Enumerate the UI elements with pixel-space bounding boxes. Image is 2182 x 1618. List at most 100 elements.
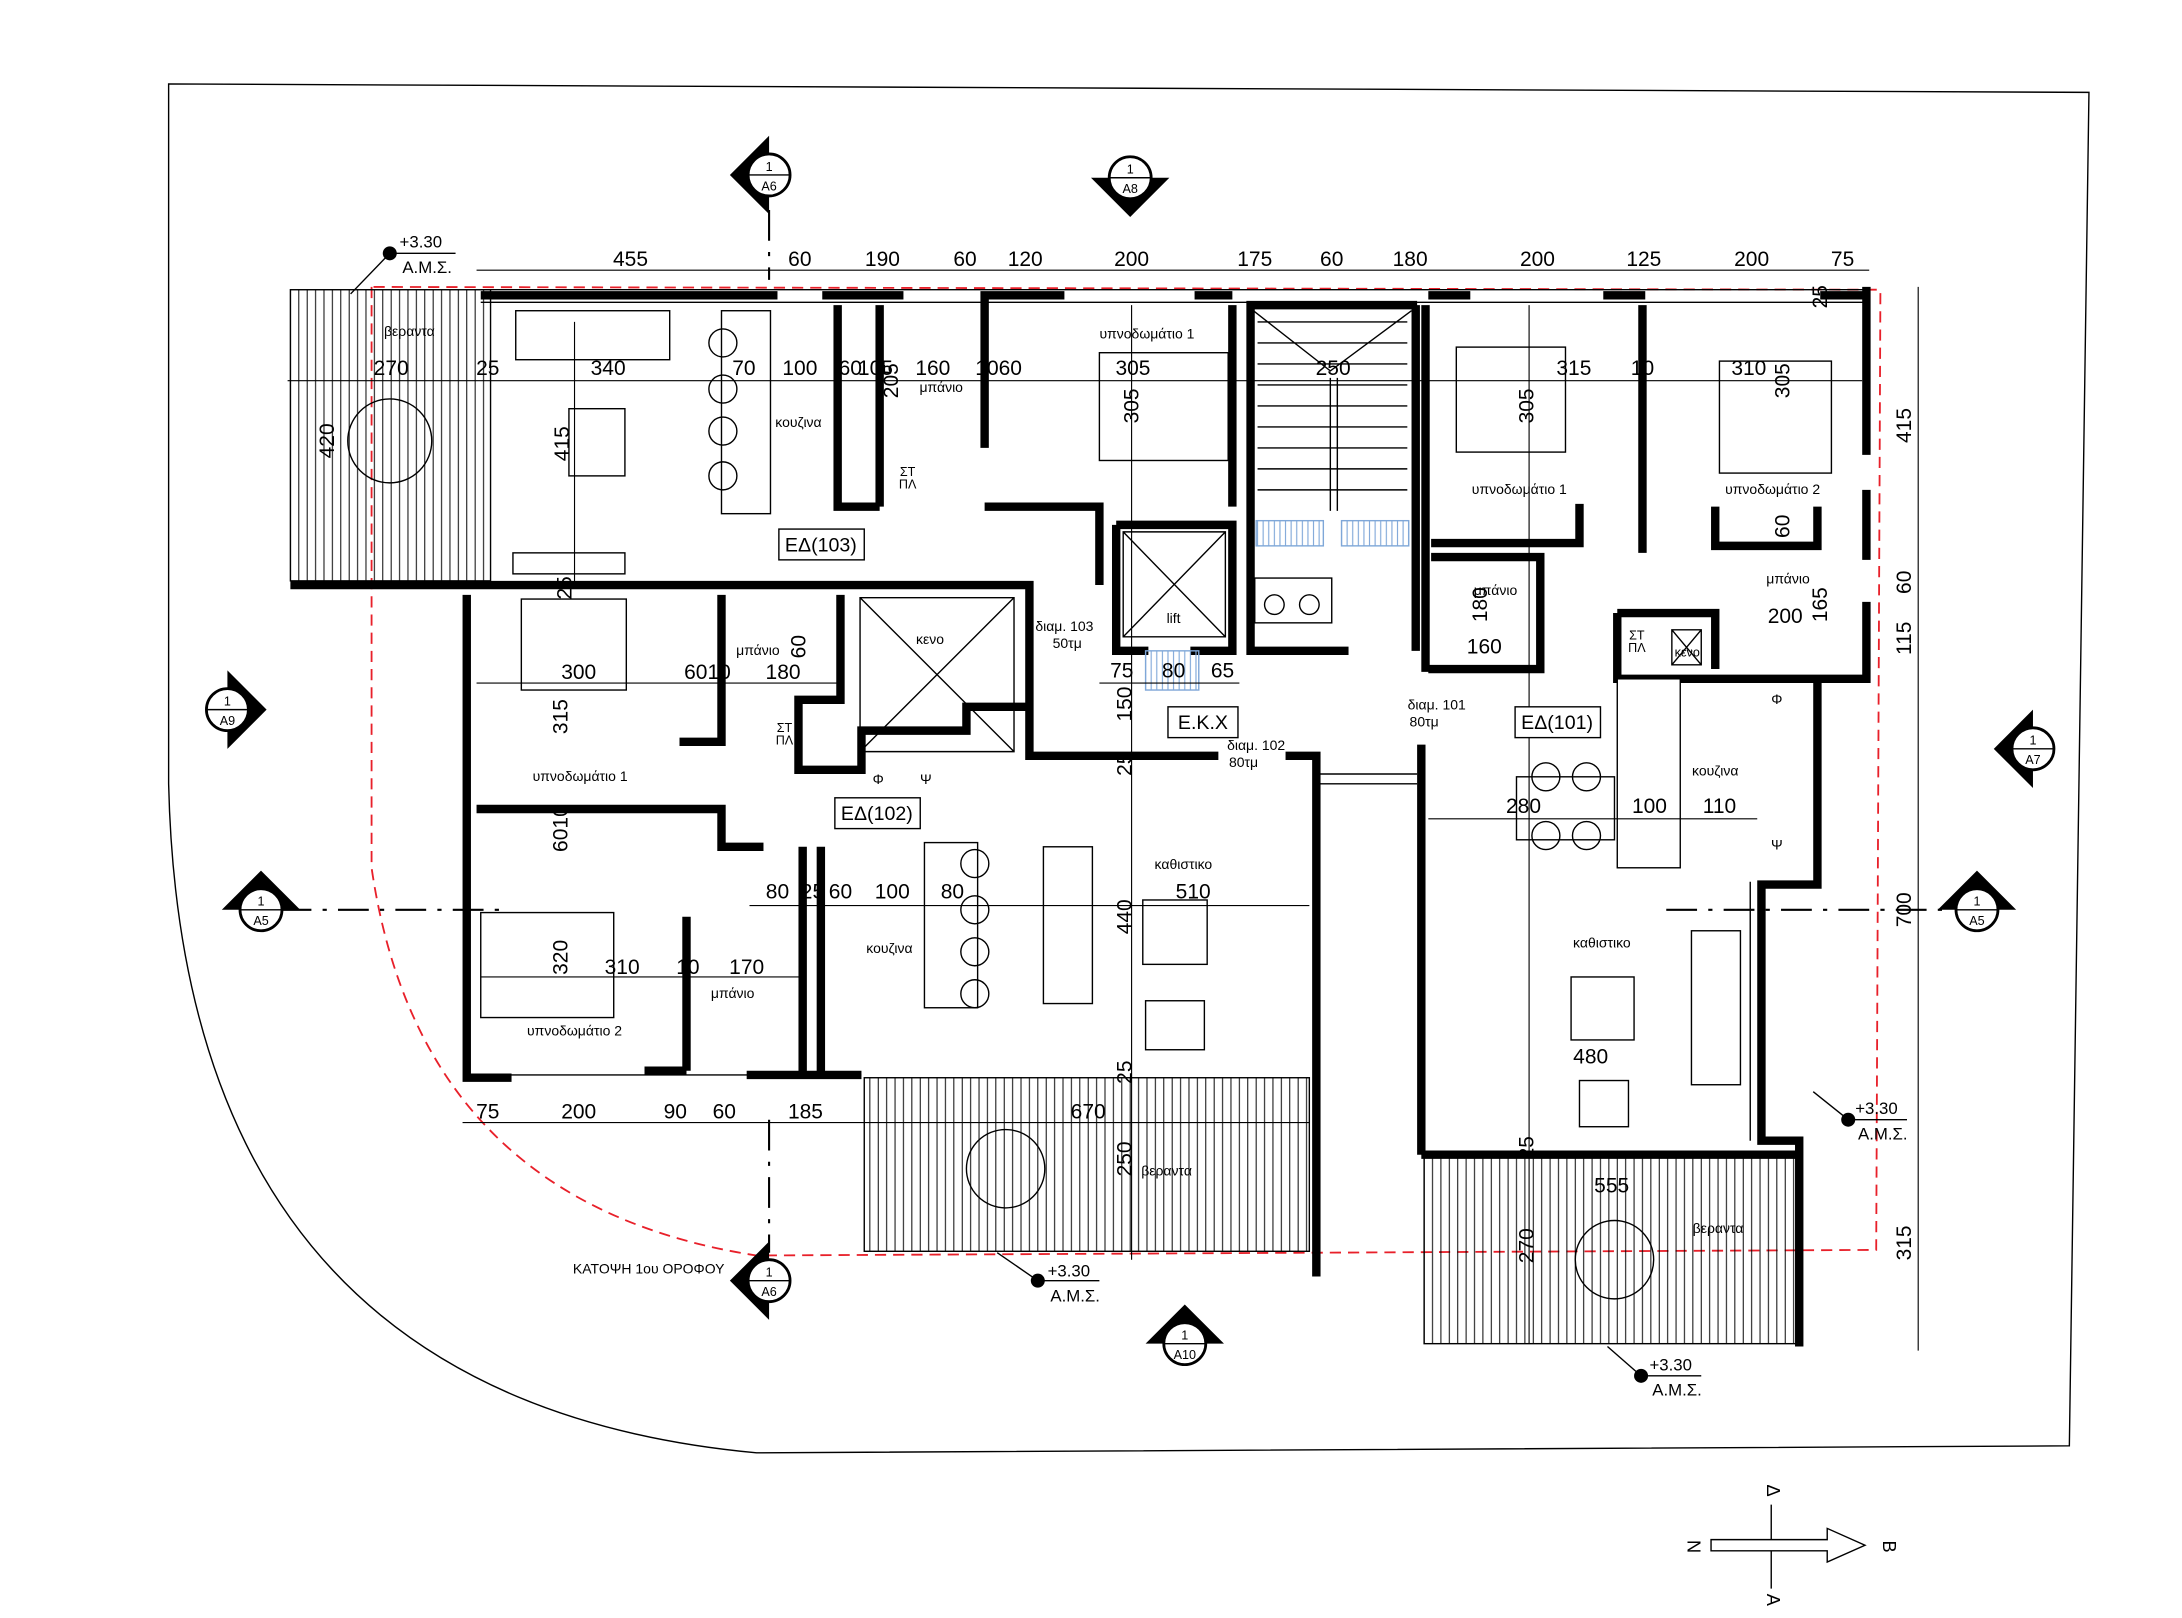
dimension-lines: [287, 269, 1919, 1351]
dimension-label: 315: [1556, 357, 1591, 380]
dimension-label: 315: [1893, 1225, 1916, 1260]
level-marker: +3.30Α.Μ.Σ.: [350, 233, 456, 295]
dimension-label: 305: [1515, 388, 1538, 423]
dimension-label: 315: [550, 699, 573, 734]
room-label: μπάνιο: [736, 642, 780, 658]
veranda-101: [1423, 1156, 1800, 1345]
room-label: κουζινα: [866, 940, 912, 956]
door-note: διαμ. 102: [1227, 737, 1285, 753]
dimension-label: 80: [941, 881, 964, 904]
dimension-label: 200: [1768, 605, 1803, 628]
unit-labels: ΕΔ(103) ΕΔ(102) ΕΔ(101) Ε.Κ.Χ: [778, 528, 1602, 830]
unit-label: Ε.Κ.Χ: [1178, 712, 1228, 734]
dimension-label: 70: [732, 357, 755, 380]
furniture: [347, 310, 1833, 1300]
dimension-label: 115: [1893, 622, 1916, 655]
svg-text:+3.30: +3.30: [1649, 1355, 1691, 1374]
closet-label: ΠΛ: [899, 477, 917, 491]
svg-text:A6: A6: [761, 1285, 776, 1299]
dimension-label: 250: [1316, 357, 1351, 380]
unit-label: ΕΔ(102): [841, 803, 913, 825]
door-note: 50τμ: [1053, 635, 1082, 651]
dimension-label: 25: [1114, 1060, 1137, 1083]
section-marker-a9: 1A9: [205, 670, 267, 749]
dimension-label: 180: [766, 661, 801, 684]
svg-text:A10: A10: [1174, 1348, 1196, 1362]
dimension-label: 415: [551, 426, 574, 461]
level-marker: +3.30Α.Μ.Σ.: [1812, 1091, 1908, 1143]
dimension-label: 700: [1893, 892, 1916, 927]
compass: Δ Ν Β Α: [1683, 1485, 1899, 1607]
section-marker-a7: 1A7: [1993, 709, 2056, 789]
dimension-label: 310: [605, 956, 640, 979]
dimension-label: 100: [1632, 795, 1667, 818]
dimension-label: 25: [801, 881, 824, 904]
dimension-label: 510: [1176, 881, 1211, 904]
freezer-label: Ψ: [1771, 837, 1783, 853]
dimension-label: 480: [1573, 1046, 1608, 1069]
dimension-label: 110: [1703, 795, 1736, 818]
dimension-label: 75: [476, 1100, 499, 1123]
fridge-label: Φ: [1771, 691, 1782, 707]
closet-label: ΣΤ: [777, 721, 793, 735]
svg-text:Α.Μ.Σ.: Α.Μ.Σ.: [1652, 1380, 1702, 1399]
room-label: υπνοδωμάτιο 2: [1725, 481, 1820, 497]
svg-text:+3.30: +3.30: [1048, 1261, 1090, 1280]
freezer-label: Ψ: [920, 771, 932, 787]
dimension-label: 555: [1594, 1175, 1629, 1198]
dimension-label: 6010: [550, 805, 573, 852]
dimension-label: 90: [664, 1100, 687, 1123]
dimension-label: 1060: [975, 357, 1022, 380]
room-label: καθιστικο: [1573, 935, 1631, 951]
dimension-label: 100: [782, 357, 817, 380]
dimension-label: 305: [1121, 388, 1144, 423]
room-label: βεραντα: [1693, 1220, 1744, 1236]
dimension-label: 125: [1626, 248, 1661, 271]
room-label: υπνοδωμάτιο 1: [533, 768, 628, 784]
svg-text:1: 1: [2029, 734, 2036, 748]
room-labels: βεραντα κουζινα μπάνιο υπνοδωμάτιο 1 υπν…: [384, 323, 1820, 1236]
svg-text:A5: A5: [253, 914, 268, 928]
closet-label: ΠΛ: [776, 734, 794, 748]
dimension-label: 270: [1515, 1228, 1538, 1263]
dimension-label: 670: [1071, 1100, 1106, 1123]
veranda-102: [863, 1077, 1311, 1252]
dimension-label: 185: [788, 1100, 823, 1123]
dimension-label: 200: [1114, 248, 1149, 271]
dimension-label: 10: [676, 956, 699, 979]
svg-text:+3.30: +3.30: [1855, 1099, 1897, 1118]
room-label: lift: [1167, 610, 1181, 626]
svg-text:Α.Μ.Σ.: Α.Μ.Σ.: [1050, 1287, 1100, 1306]
room-label: κενο: [916, 631, 944, 647]
walls: [290, 286, 1871, 1347]
svg-text:1: 1: [258, 895, 265, 909]
door-note: διαμ. 101: [1408, 697, 1466, 713]
svg-text:A5: A5: [1969, 914, 1984, 928]
dimension-label: 440: [1114, 899, 1137, 934]
closet-label: ΠΛ: [1628, 641, 1646, 655]
wheelchair-icon: [1254, 577, 1333, 624]
unit-label: ΕΔ(103): [785, 534, 857, 556]
dimension-label: 80: [1162, 659, 1185, 682]
room-label: μπάνιο: [1766, 571, 1810, 587]
dimension-label: 25: [1114, 753, 1137, 776]
room-label: μπάνιο: [1474, 582, 1518, 598]
door-note: διαμ. 103: [1035, 618, 1093, 634]
room-label: υπνοδωμάτιο 1: [1099, 326, 1194, 342]
svg-text:1: 1: [766, 160, 773, 174]
level-marker: +3.30Α.Μ.Σ.: [996, 1252, 1100, 1306]
svg-text:1: 1: [1127, 163, 1134, 177]
staircase: [1252, 310, 1412, 547]
dimension-label: 75: [1831, 248, 1854, 271]
section-marker-a5-right: 1A5: [1937, 870, 2017, 933]
closet-label: ΣΤ: [900, 465, 916, 479]
closet-label: ΣΤ: [1629, 629, 1645, 643]
dimension-label: 25: [1809, 285, 1832, 308]
dimension-label: 170: [729, 956, 764, 979]
room-label: κουζινα: [1692, 762, 1738, 778]
door-note: 80τμ: [1229, 754, 1258, 770]
compass-label-bottom: Α: [1763, 1594, 1783, 1607]
svg-text:Α.Μ.Σ.: Α.Μ.Σ.: [402, 258, 452, 277]
room-label: καθιστικο: [1155, 856, 1213, 872]
